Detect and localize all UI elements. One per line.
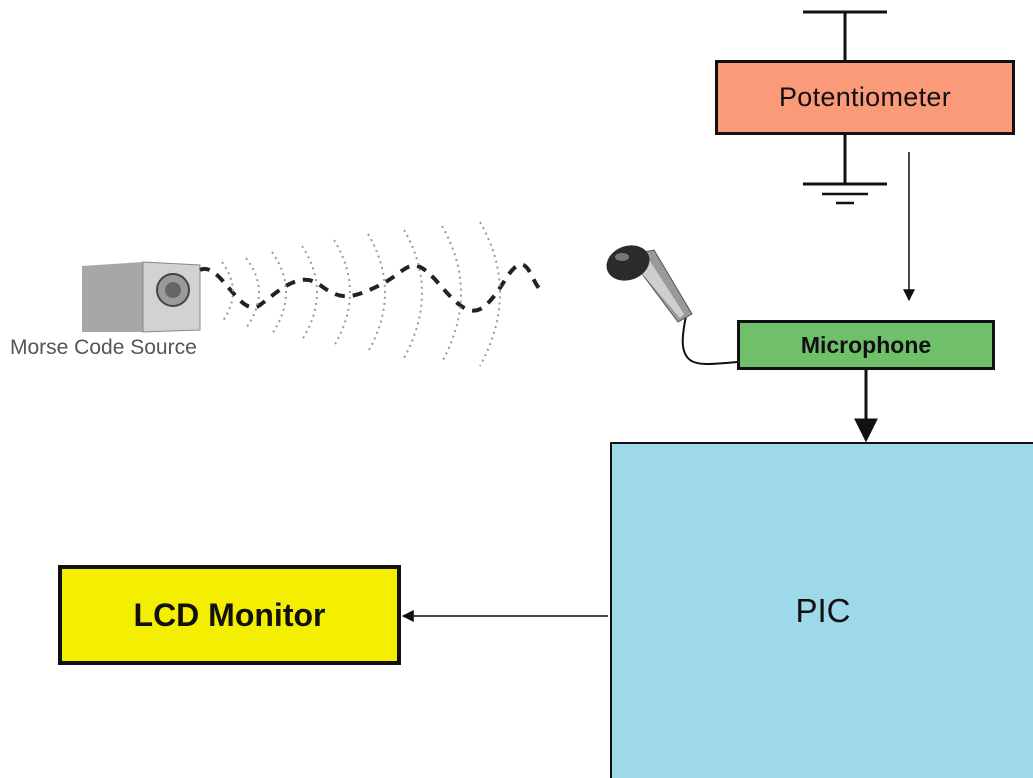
microphone-block: Microphone — [737, 320, 995, 370]
supply-line — [803, 10, 887, 60]
lcd-monitor-label: LCD Monitor — [133, 596, 326, 633]
morse-source-label: Morse Code Source — [10, 336, 197, 359]
ground-icon — [803, 135, 887, 205]
microphone-label: Microphone — [800, 331, 932, 358]
sound-wave-icon — [199, 221, 546, 367]
speaker-icon — [82, 261, 201, 333]
potentiometer-block: Potentiometer — [715, 60, 1015, 135]
microphone-icon — [606, 245, 738, 365]
pic-label: PIC — [795, 592, 851, 629]
lcd-monitor-block: LCD Monitor — [58, 565, 401, 665]
potentiometer-label: Potentiometer — [779, 82, 951, 112]
pic-block: PIC — [610, 442, 1033, 778]
